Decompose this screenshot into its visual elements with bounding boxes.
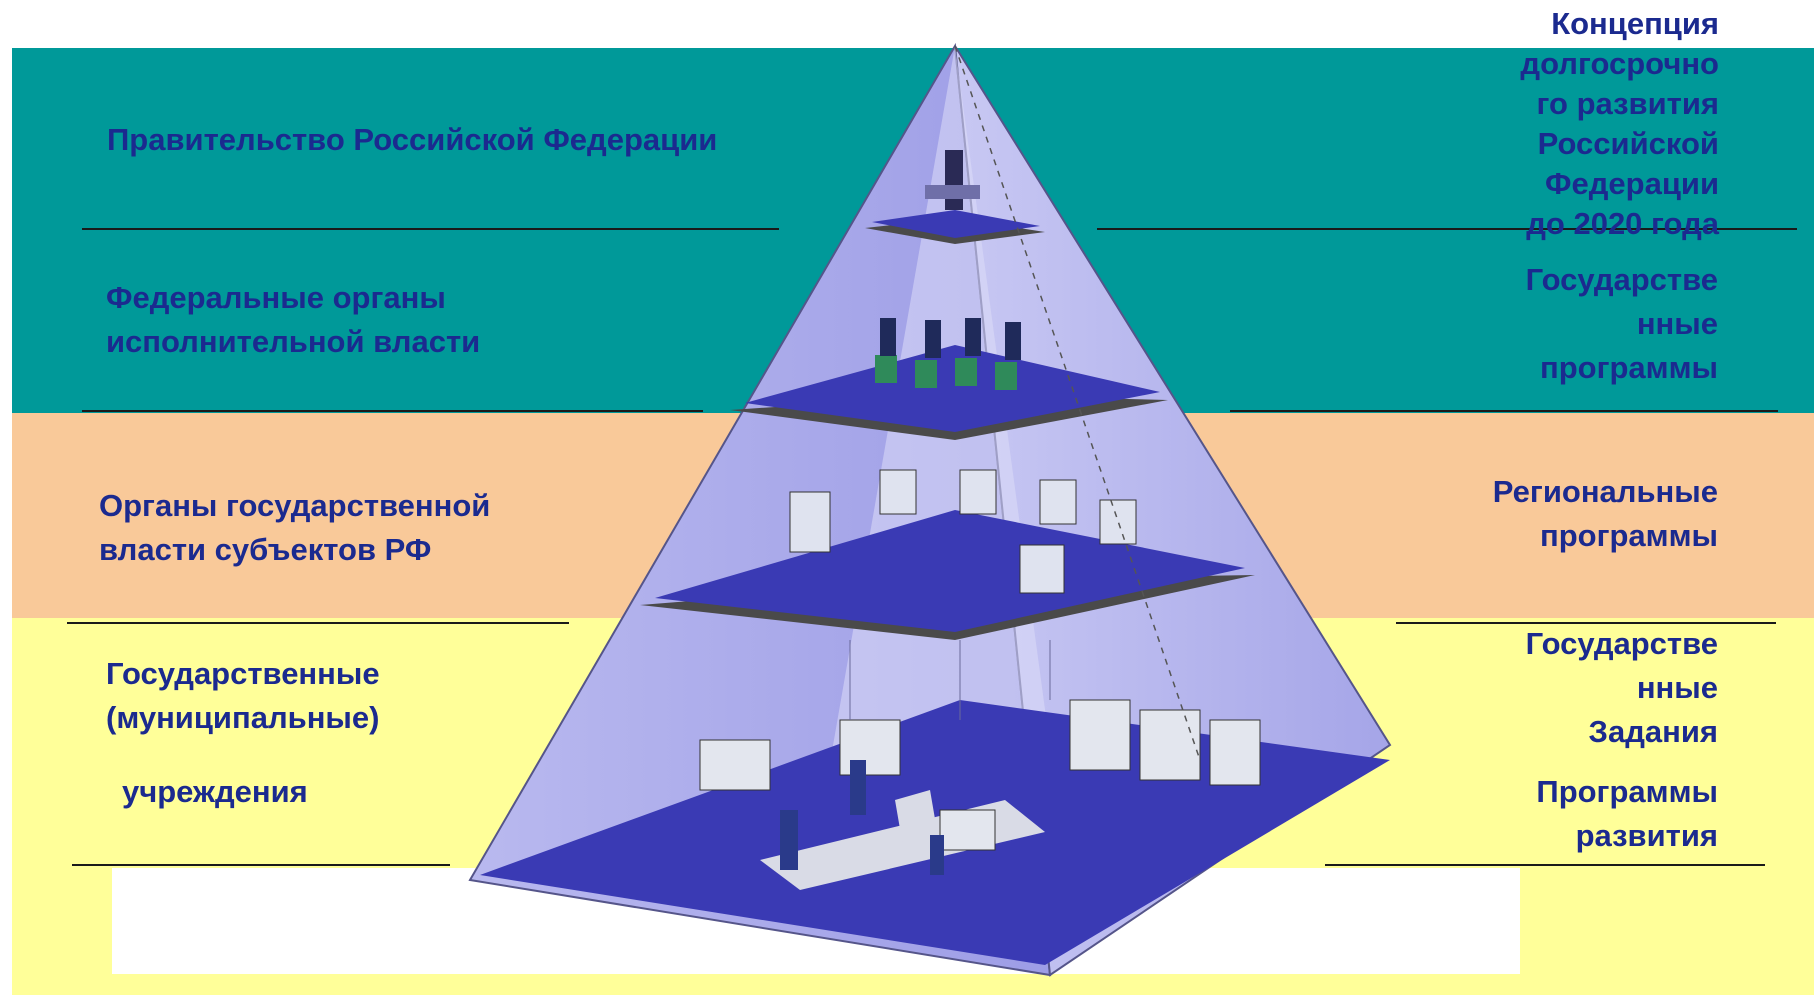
- label-federal-bodies: Федеральные органы исполнительной власти: [106, 280, 481, 359]
- pyramid-back-edge: [954, 45, 1201, 761]
- rule-left-4: [72, 864, 450, 866]
- level-3-workstations: [789, 469, 1137, 594]
- label-regional-bodies: Органы государственной власти субъектов …: [99, 488, 491, 567]
- level-4-walkway-2: [895, 790, 940, 858]
- rule-right-2: [1230, 410, 1778, 412]
- level-1-floor: [872, 210, 1040, 238]
- level-1-desk: [925, 185, 980, 199]
- level-3-floor: [655, 510, 1245, 632]
- level-2-people: [880, 318, 1021, 360]
- level-2-floor: [745, 345, 1160, 432]
- rule-right-3: [1396, 622, 1776, 624]
- level-2-meeting: [875, 355, 1017, 390]
- rule-left-1: [82, 228, 779, 230]
- level-1-figure: [945, 150, 963, 210]
- rule-right-1: [1097, 228, 1797, 230]
- label-government: Правительство Российской Федерации: [107, 122, 718, 157]
- level-4-machines: [699, 699, 1261, 851]
- rule-left-3: [67, 622, 569, 624]
- rule-left-2: [82, 410, 703, 412]
- label-concept-2020: Концепция долгосрочно го развития Россий…: [1520, 6, 1719, 241]
- label-regional-programs: Региональные программы: [1492, 474, 1718, 553]
- label-institutions: Государственные (муниципальные): [106, 656, 380, 735]
- hanging-lights: [849, 640, 1051, 720]
- label-development-programs: Программы развития: [1536, 774, 1718, 853]
- label-state-programs: Государстве нные программы: [1525, 262, 1718, 385]
- level-4-people: [780, 760, 944, 875]
- label-institutions-2: учреждения: [122, 774, 308, 809]
- rule-right-4: [1325, 864, 1765, 866]
- label-state-tasks: Государстве нные Задания: [1525, 626, 1718, 749]
